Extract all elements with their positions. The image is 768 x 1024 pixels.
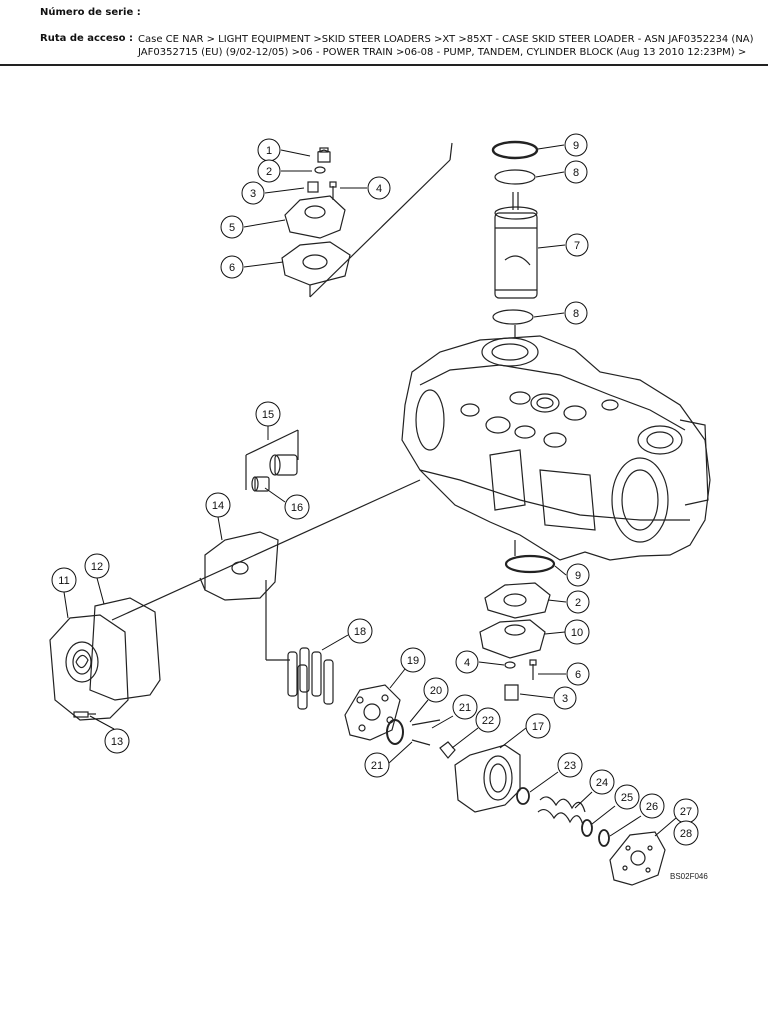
callout-3: 1 [266,145,272,157]
exploded-parts-diagram: 1 2 3 4 5 6 7 8 8 9 [49,133,711,886]
callout-3-bottom: 3 [562,693,568,705]
bearing-group [245,429,299,492]
callout-17: 17 [532,721,544,733]
callout-12: 12 [91,561,103,573]
callout-8-lower: 8 [573,308,579,320]
callout-11: 11 [58,575,69,587]
path-line-1: Case CE NAR > LIGHT EQUIPMENT >SKID STEE… [138,34,754,45]
callouts: 1 2 3 4 5 6 7 8 8 9 [51,133,699,846]
callout-20: 20 [430,685,442,697]
callout-6: 4 [376,183,382,195]
callout-18: 18 [354,626,366,638]
callout-19: 19 [407,655,419,667]
serial-label: Número de serie : [40,7,141,18]
callout-10: 10 [571,627,583,639]
callout-1: 5 [229,222,235,234]
page-header: Número de serie : Ruta de acceso : Case … [0,0,768,66]
valve-plate [111,479,421,621]
callout-7: 7 [574,240,580,252]
callout-2-bottom: 2 [575,597,581,609]
callout-28: 28 [680,828,692,840]
callout-26: 26 [646,801,658,813]
path-label: Ruta de acceso : [40,33,133,44]
callout-4: 2 [266,166,272,178]
callout-6-bottom: 6 [575,669,581,681]
callout-9-top: 9 [573,140,579,152]
callout-13: 13 [111,736,123,748]
header-divider [0,64,768,66]
callout-21-lower: 21 [371,760,383,772]
end-cover-group [49,597,161,721]
callout-25: 25 [621,792,633,804]
callout-2-top: 6 [229,262,235,274]
callout-27: 27 [680,806,692,818]
callout-23: 23 [564,760,576,772]
pump-housing [401,335,711,561]
callout-21-upper: 21 [459,702,471,714]
bottom-cover-group [479,540,556,701]
top-cover-group [281,142,453,298]
callout-22: 22 [482,715,494,727]
callout-8-top: 8 [573,167,579,179]
callout-15: 15 [262,409,274,421]
callout-5: 3 [250,188,256,200]
rotating-group [265,580,666,886]
image-code: BS02F046 [670,872,708,881]
callout-14: 14 [212,500,224,512]
callout-16: 16 [291,502,303,514]
piston-and-seals [491,140,539,338]
callout-4-bottom: 4 [464,657,470,669]
callout-24: 24 [596,777,608,789]
path-line-2: JAF0352715 (EU) (9/02-12/05) >06 - POWER… [138,47,747,58]
callout-9-bottom: 9 [575,570,581,582]
